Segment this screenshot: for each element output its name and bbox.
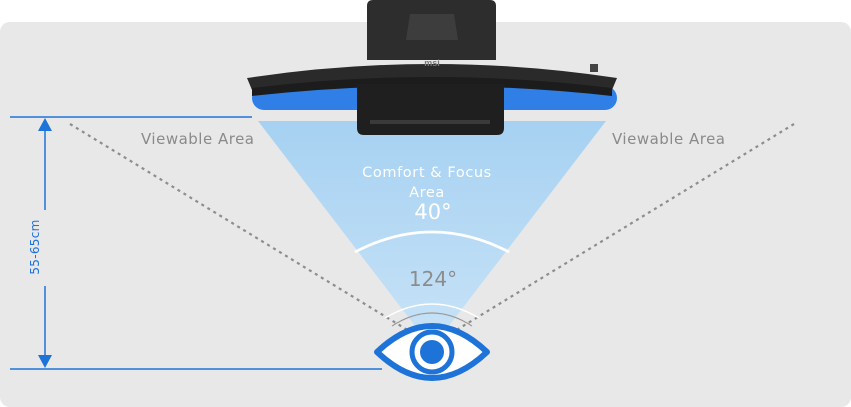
monitor-top-view: msi <box>247 0 617 135</box>
dimension-arrow-top <box>38 118 52 131</box>
comfort-angle-label: 40° <box>414 200 451 224</box>
comfort-focus-label-line2: Area <box>409 185 445 201</box>
comfort-angle-arc <box>354 230 510 254</box>
eye-icon <box>374 323 490 381</box>
comfort-focus-zone <box>258 121 606 348</box>
distance-dimension: 55-65cm <box>10 116 382 370</box>
viewable-angle-arc <box>384 303 480 319</box>
viewable-area-right-label: Viewable Area <box>612 130 726 148</box>
eye-angle-arc <box>391 312 473 327</box>
viewable-line-left <box>69 123 433 346</box>
dimension-arrow-bottom <box>38 355 52 368</box>
viewable-line-right <box>431 123 795 346</box>
viewable-area-left-label: Viewable Area <box>141 130 255 148</box>
brand-mark: msi <box>424 58 440 68</box>
comfort-focus-label-line1: Comfort & Focus <box>362 165 492 181</box>
distance-label: 55-65cm <box>28 219 42 274</box>
viewable-angle-label: 124° <box>409 267 457 291</box>
